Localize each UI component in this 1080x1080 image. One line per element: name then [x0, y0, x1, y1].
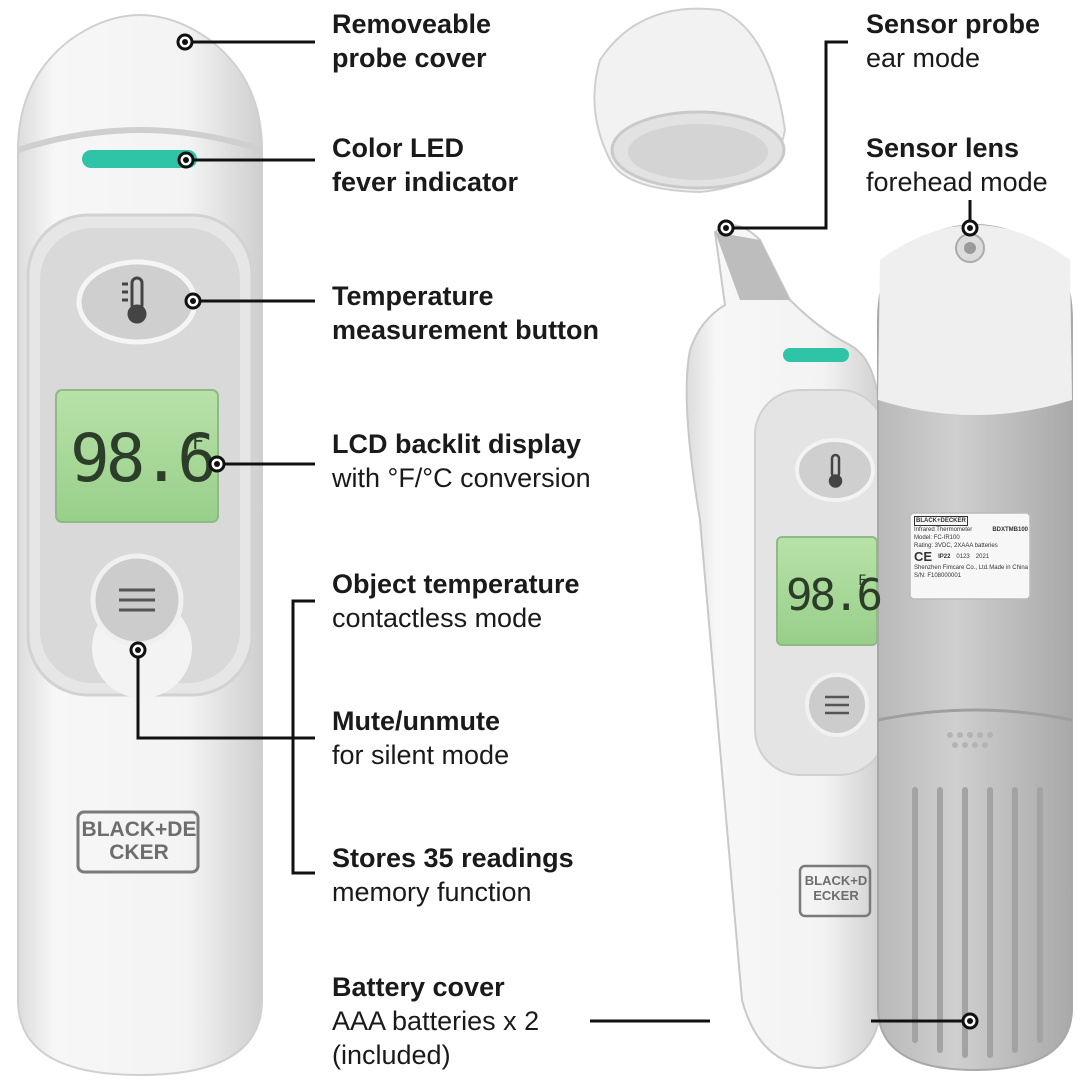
label-battery: Battery cover AAA batteries x 2 (include…: [332, 970, 539, 1072]
fever-led: [82, 150, 197, 168]
label-probe-cover: Removeable probe cover: [332, 7, 491, 75]
label-sensor-probe-title: Sensor probe: [866, 9, 1041, 39]
label-battery-desc-1: AAA batteries x 2: [332, 1006, 540, 1036]
rating-label: [909, 512, 1031, 600]
label-memory-desc: memory function: [332, 877, 532, 907]
label-memory-title: Stores 35 readings: [332, 843, 574, 873]
rating-label-text: BLACK+DECKER Infrared Thermometer BDXTMB…: [914, 516, 1028, 580]
label-sensor-lens: Sensor lens forehead mode: [866, 131, 1048, 199]
label-lcd: LCD backlit display with °F/°C conversio…: [332, 427, 591, 495]
label-led-title-2: fever indicator: [332, 167, 519, 197]
rating-power: Rating: 3VDC, 2XAAA batteries: [914, 543, 998, 549]
label-sensor-probe: Sensor probe ear mode: [866, 7, 1040, 75]
label-led: Color LED fever indicator: [332, 131, 518, 199]
fever-led-side: [783, 348, 849, 362]
rating-product: Infrared Thermometer: [914, 527, 973, 533]
label-sensor-probe-desc: ear mode: [866, 43, 981, 73]
label-object: Object temperature contactless mode: [332, 567, 580, 635]
lcd-reading-side: 98.6: [786, 570, 883, 621]
label-memory: Stores 35 readings memory function: [332, 841, 574, 909]
main-thermometer: [17, 14, 263, 1077]
rating-ip: IP22: [938, 554, 951, 560]
menu-icon-side: [825, 695, 849, 715]
rating-ce-mark: CE: [914, 549, 933, 564]
thermometer-icon-side: [828, 453, 843, 488]
rating-maker: Shenzhen Fimcare Co., Ltd.: [914, 565, 989, 571]
label-mute: Mute/unmute for silent mode: [332, 704, 509, 772]
brand-logo-side: [798, 864, 872, 918]
label-led-title-1: Color LED: [332, 133, 464, 163]
rating-year: 2021: [975, 554, 990, 560]
lcd-unit-side: F: [858, 573, 867, 589]
battery-cover-ribs: [912, 787, 1043, 1058]
label-lcd-desc: with °F/°C conversion: [332, 463, 591, 493]
thermometer-icon: [122, 276, 147, 324]
label-probe-cover-title-2: probe cover: [332, 43, 487, 73]
menu-icon: [119, 588, 155, 612]
brand-logo: [76, 810, 200, 874]
side-thermometer: [685, 224, 886, 1070]
label-button-title-2: measurement button: [332, 315, 600, 345]
label-sensor-lens-desc: forehead mode: [866, 167, 1048, 197]
label-button-title-1: Temperature: [332, 281, 494, 311]
label-object-title: Object temperature: [332, 569, 580, 599]
label-object-desc: contactless mode: [332, 603, 543, 633]
label-mute-title: Mute/unmute: [332, 706, 500, 736]
back-view-thermometer: [877, 224, 1073, 1072]
label-probe-cover-title-1: Removeable: [332, 9, 492, 39]
label-lcd-title: LCD backlit display: [332, 429, 582, 459]
label-battery-desc-2: (included): [332, 1040, 451, 1070]
measure-button-side[interactable]: [795, 438, 875, 502]
rating-model: Model: FC-IR100: [914, 535, 960, 541]
label-button: Temperature measurement button: [332, 279, 599, 347]
rating-model-code: BDXTMB100: [992, 527, 1028, 533]
rating-ce-number: 0123: [956, 554, 970, 560]
brand-logo-text-side: BLACK+DECKER: [804, 873, 868, 903]
temperature-value: 98.6: [70, 420, 217, 497]
label-battery-title: Battery cover: [332, 972, 505, 1002]
lcd-reading: 98.6: [70, 420, 217, 497]
measure-button[interactable]: [76, 259, 198, 345]
rating-serial: S/N: F108000001: [914, 573, 962, 579]
label-mute-desc: for silent mode: [332, 740, 510, 770]
label-sensor-lens-title: Sensor lens: [866, 133, 1020, 163]
lcd-unit: F: [192, 430, 205, 454]
probe-cover-cap: [593, 7, 787, 194]
brand-logo-text: BLACK+DECKER: [81, 818, 197, 864]
rating-origin: Made in China: [989, 565, 1028, 571]
battery-cover-grip: [947, 732, 993, 748]
rating-brand: BLACK+DECKER: [914, 516, 968, 526]
